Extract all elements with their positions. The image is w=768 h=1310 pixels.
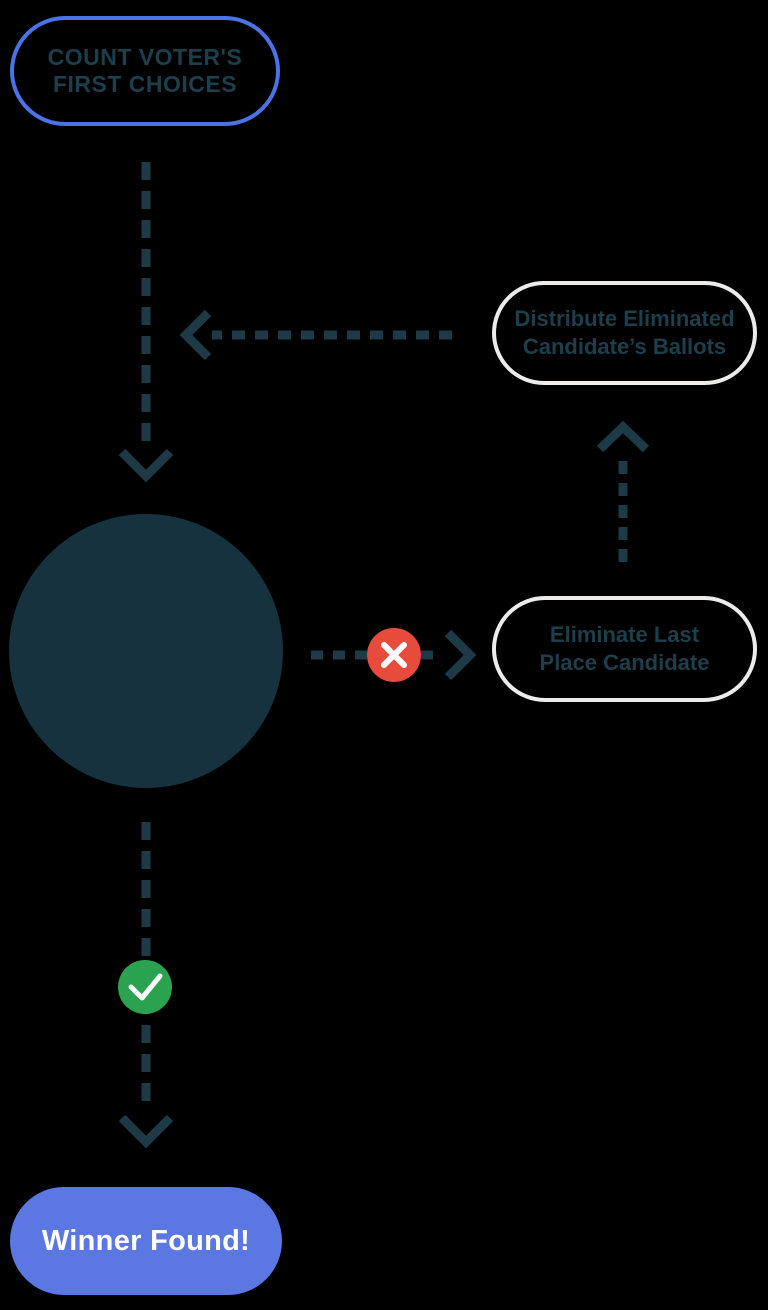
chevron-down-icon — [118, 1114, 174, 1149]
winner-label: Winner Found! — [41, 1224, 251, 1257]
chevron-right-icon — [444, 629, 477, 681]
node-label-line: COUNT VOTER'S — [47, 44, 243, 70]
decision-node-circle — [9, 514, 283, 788]
node-winner-found: Winner Found! — [10, 1187, 282, 1295]
check-icon — [128, 973, 163, 1001]
x-icon — [381, 642, 407, 668]
node-eliminate-last-place: Eliminate Last Place Candidate — [492, 596, 757, 702]
chevron-up-icon — [596, 420, 650, 453]
node-count-first-choices: COUNT VOTER'S FIRST CHOICES — [10, 16, 280, 126]
no-badge — [367, 628, 421, 682]
node-label-line: Eliminate Last — [549, 622, 700, 647]
chevron-down-icon — [118, 448, 174, 483]
node-label-line: Distribute Eliminated — [514, 306, 735, 331]
node-label-line: Place Candidate — [539, 650, 710, 675]
yes-badge-circle — [118, 960, 172, 1014]
yes-badge — [118, 960, 172, 1014]
node-distribute-ballots: Distribute Eliminated Candidate’s Ballot… — [492, 281, 757, 385]
node-label-line: FIRST CHOICES — [52, 71, 238, 97]
node-label-line: Candidate’s Ballots — [522, 334, 727, 359]
chevron-left-icon — [179, 309, 212, 361]
